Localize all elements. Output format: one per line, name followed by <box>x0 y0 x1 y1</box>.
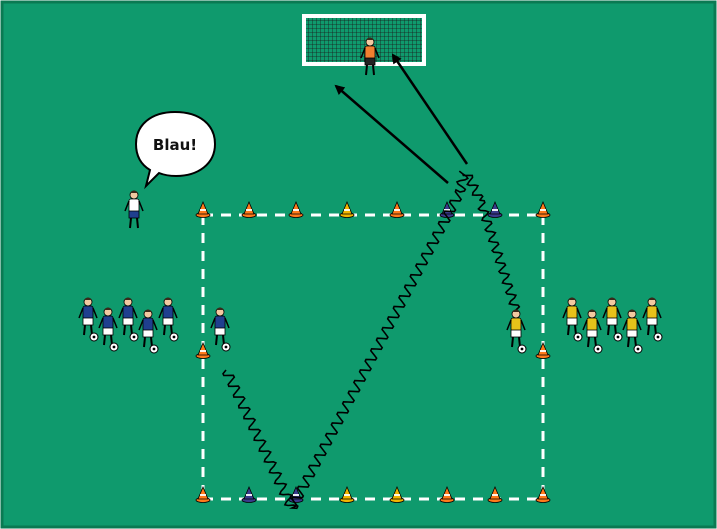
goal <box>304 16 424 64</box>
coach-speech-text: Blau! <box>153 136 197 154</box>
